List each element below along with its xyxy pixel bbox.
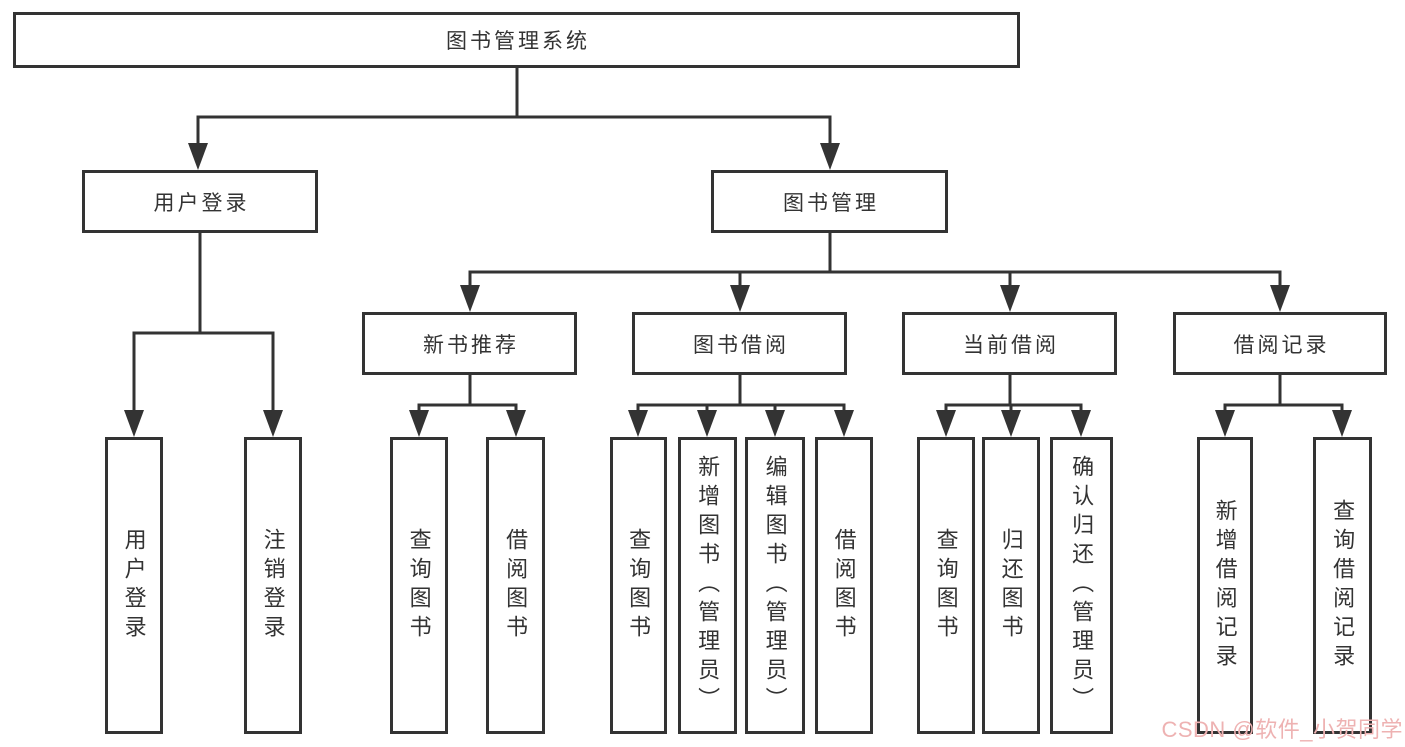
node-label: 查询图书 bbox=[933, 527, 959, 644]
leaf-confirm-return-admin: 确认归还（管理员） bbox=[1050, 437, 1113, 734]
node-current-borrow: 当前借阅 bbox=[902, 312, 1117, 375]
connector-root-to-level2 bbox=[188, 68, 840, 170]
leaf-edit-books-admin: 编辑图书（管理员） bbox=[745, 437, 805, 734]
node-label: 新书推荐 bbox=[423, 333, 519, 357]
node-label: 查询图书 bbox=[626, 527, 652, 644]
connector-book-mgmt-to-level3 bbox=[460, 233, 1290, 312]
leaf-query-books-borrow: 查询图书 bbox=[610, 437, 667, 734]
leaf-logout: 注销登录 bbox=[244, 437, 302, 734]
node-book-borrow: 图书借阅 bbox=[632, 312, 847, 375]
node-label: 借阅图书 bbox=[831, 527, 857, 644]
node-label: 图书管理系统 bbox=[446, 30, 590, 53]
node-label: 注销登录 bbox=[260, 527, 286, 644]
node-label: 编辑图书（管理员） bbox=[762, 455, 788, 716]
connector-book-borrow-children bbox=[628, 375, 854, 437]
node-label: 用户登录 bbox=[121, 527, 147, 644]
node-label: 查询借阅记录 bbox=[1330, 498, 1356, 673]
node-label: 借阅记录 bbox=[1233, 333, 1330, 357]
node-label: 确认归还（管理员） bbox=[1069, 455, 1095, 716]
connector-new-book-children bbox=[409, 375, 526, 437]
node-label: 图书管理 bbox=[783, 191, 879, 215]
leaf-query-books-recommend: 查询图书 bbox=[390, 437, 448, 734]
node-label: 新增借阅记录 bbox=[1212, 498, 1238, 673]
node-label: 查询图书 bbox=[406, 527, 432, 644]
node-label: 新增图书（管理员） bbox=[695, 455, 721, 716]
node-root-library-system: 图书管理系统 bbox=[13, 12, 1020, 68]
node-label: 用户登录 bbox=[153, 191, 250, 215]
node-label: 借阅图书 bbox=[503, 527, 529, 644]
leaf-add-books-admin: 新增图书（管理员） bbox=[678, 437, 737, 734]
leaf-borrow-books-recommend: 借阅图书 bbox=[486, 437, 545, 734]
leaf-query-books-current: 查询图书 bbox=[917, 437, 975, 734]
node-borrow-record: 借阅记录 bbox=[1173, 312, 1387, 375]
node-user-login: 用户登录 bbox=[82, 170, 318, 233]
connector-user-login-children bbox=[124, 233, 283, 437]
connector-current-borrow-children bbox=[936, 375, 1091, 437]
node-label: 图书借阅 bbox=[693, 333, 789, 357]
leaf-query-borrow-record: 查询借阅记录 bbox=[1313, 437, 1372, 734]
node-book-management: 图书管理 bbox=[711, 170, 948, 233]
leaf-add-borrow-record: 新增借阅记录 bbox=[1197, 437, 1253, 734]
node-new-book-recommend: 新书推荐 bbox=[362, 312, 577, 375]
node-label: 当前借阅 bbox=[963, 333, 1059, 357]
leaf-borrow-books: 借阅图书 bbox=[815, 437, 873, 734]
connector-borrow-record-children bbox=[1215, 375, 1352, 437]
leaf-user-login: 用户登录 bbox=[105, 437, 163, 734]
node-label: 归还图书 bbox=[998, 527, 1024, 644]
leaf-return-books: 归还图书 bbox=[982, 437, 1040, 734]
